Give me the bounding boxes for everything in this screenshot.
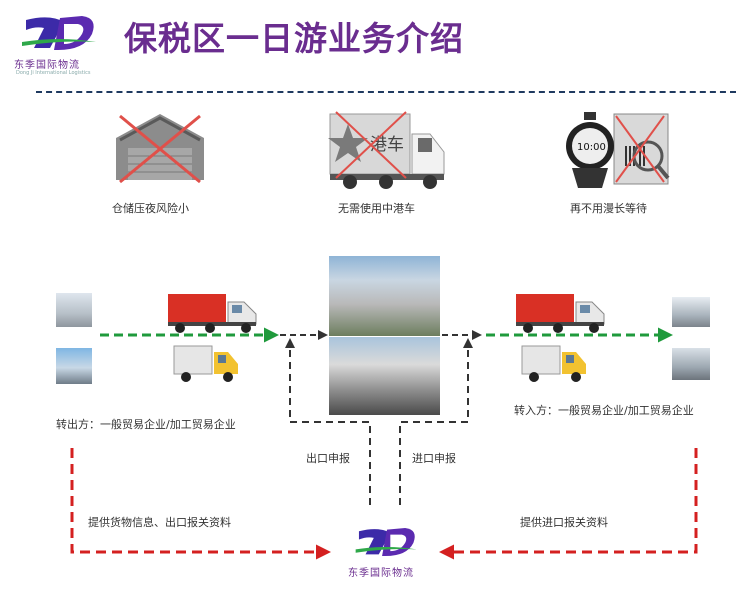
import-declaration-label: 进口申报 [412,452,456,465]
benefit-label-warehouse: 仓储压夜风险小 [112,202,189,215]
red-truck-icon-left [168,294,257,333]
footer-logo-mark-icon [355,527,417,557]
red-arrow-left [70,448,331,560]
header-logo: 东季国际物流 Dong Ji International Logistics [14,12,114,78]
export-declaration-path [285,338,371,505]
clock-text: 10:00 [577,142,606,153]
benefit-label-no-wait: 再不用漫长等待 [570,202,647,215]
export-declaration-label: 出口申报 [306,452,350,465]
yellow-van-icon-right [521,345,586,382]
provide-in-info-label: 提供进口报关资料 [520,516,608,529]
logo-name: 东季国际物流 [14,60,80,71]
factory-photo-left-bottom [56,348,92,384]
footer-logo-name: 东季国际物流 [348,568,414,579]
benefit-warehouse: 仓储压夜风险小 [100,108,220,218]
transfer-out-label: 转出方：一般贸易企业/加工贸易企业 [56,418,236,431]
header-divider [36,91,736,93]
factory-photo-right-bottom [672,348,710,380]
truck-side-text: 港车 [370,135,404,155]
page-title: 保税区一日游业务介绍 [124,19,464,58]
benefit-no-wait: 10:00 再不用漫长等待 [560,106,680,218]
benefit-label-hk-truck: 无需使用中港车 [338,202,415,215]
customs-gate-photo [329,337,440,415]
stopwatch-icon: 10:00 [566,112,670,188]
provide-out-info-label: 提供货物信息、出口报关资料 [88,516,231,529]
hk-truck-icon: 港车 [328,111,445,189]
red-arrow-right [439,448,698,560]
factory-photo-right-top [672,297,710,327]
warehouse-icon [116,114,204,184]
yellow-van-icon-left [173,345,238,382]
red-truck-icon-right [516,294,605,333]
transfer-in-label: 转入方：一般贸易企业/加工贸易企业 [514,404,694,417]
footer-logo: 东季国际物流 [340,524,436,588]
customs-building-photo [329,256,440,336]
benefit-hk-truck: 港车 无需使用中港车 [318,108,458,218]
import-declaration-path [399,338,473,505]
factory-photo-left-top [56,293,92,327]
logo-mark-icon [22,16,96,50]
logo-tagline: Dong Ji International Logistics [16,70,91,76]
